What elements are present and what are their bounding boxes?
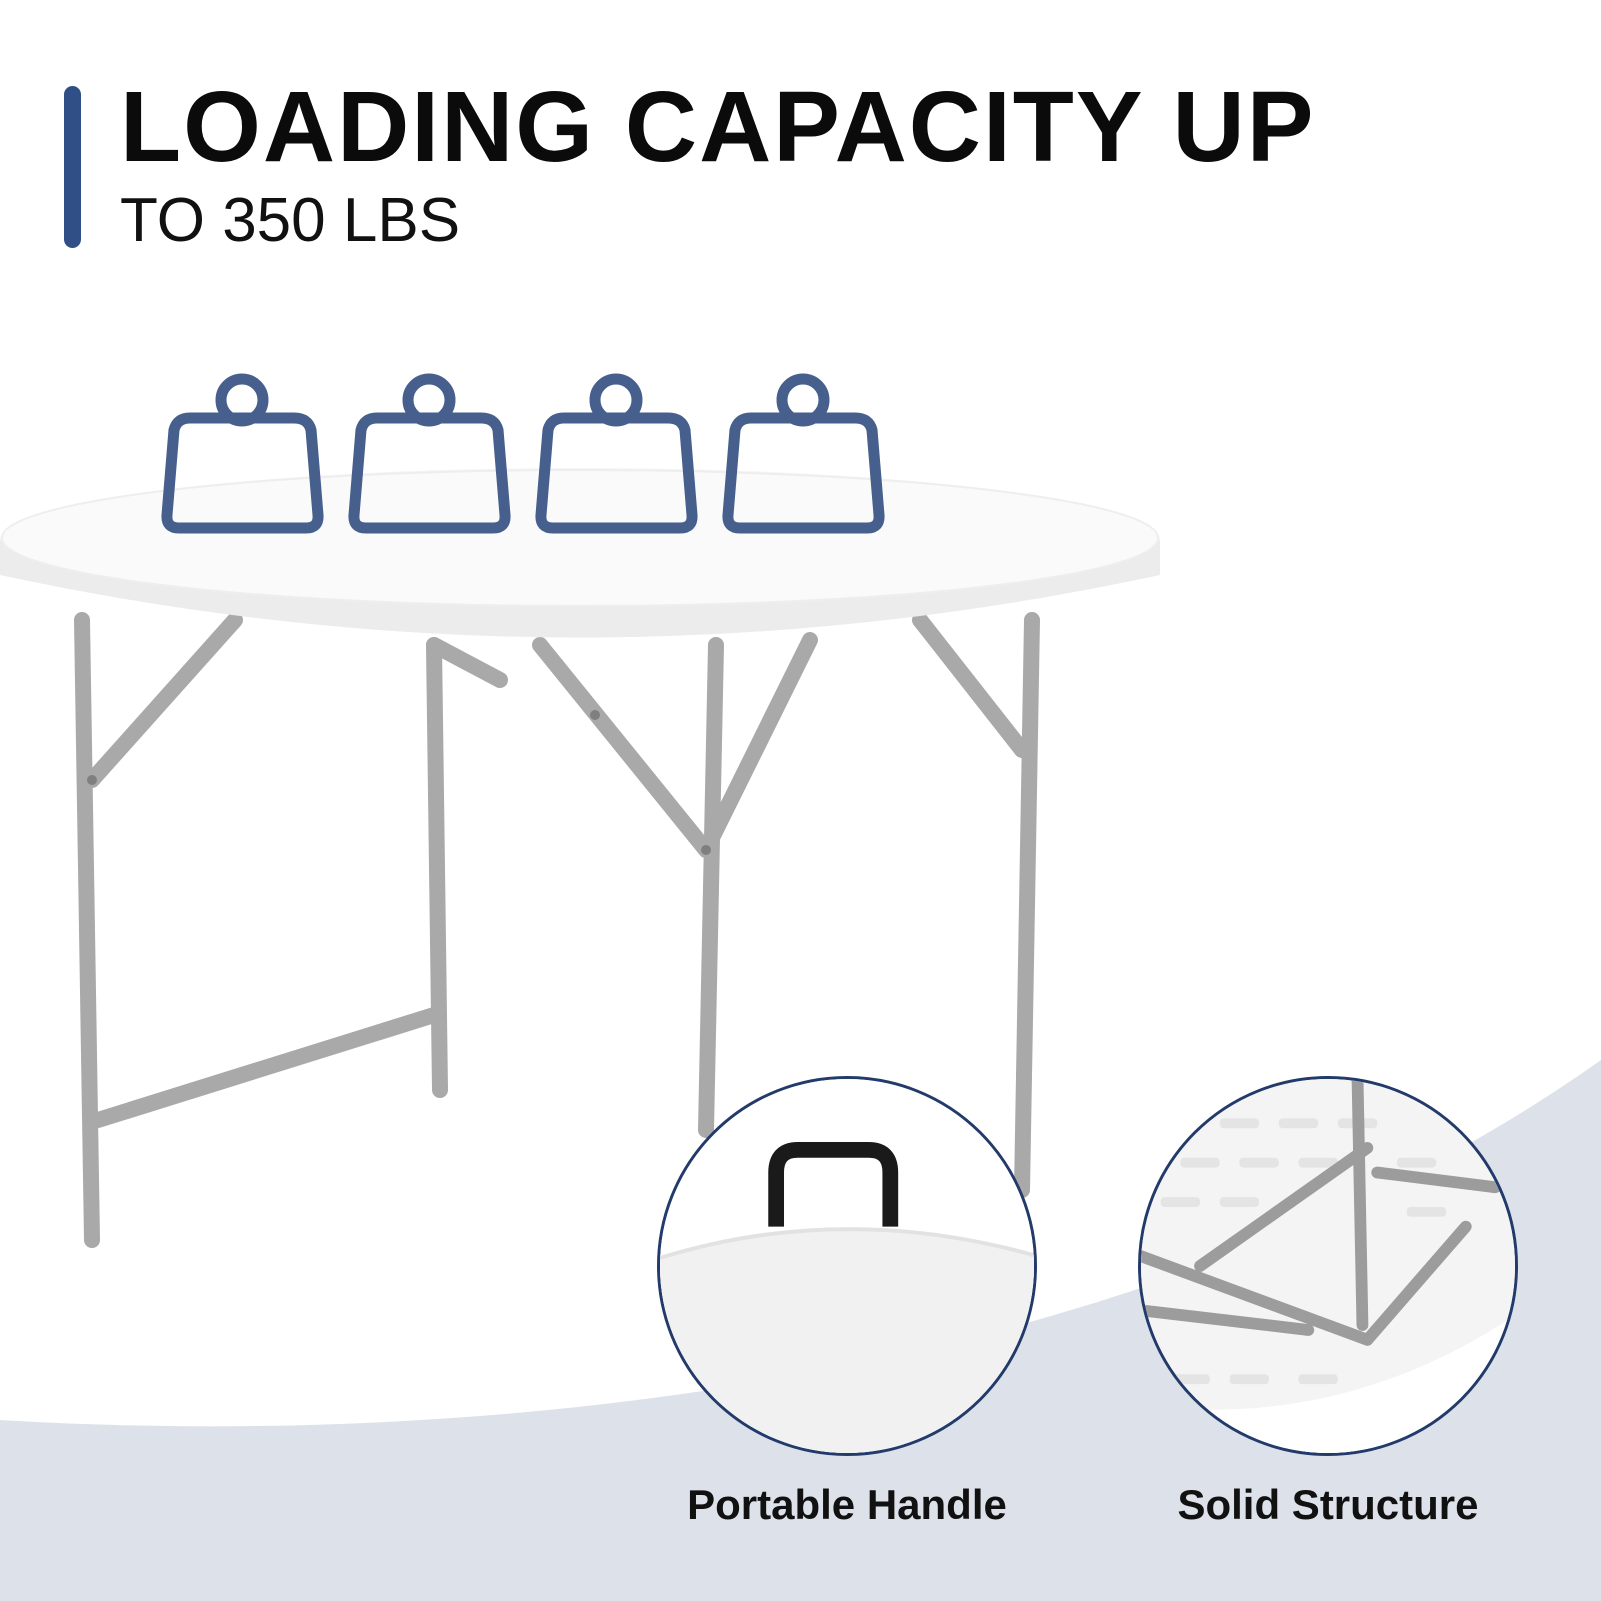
folding-table-image — [0, 468, 1160, 1248]
handle-closeup — [657, 1076, 1037, 1456]
page-subtitle: TO 350 LBS — [120, 186, 461, 255]
weight-icon — [348, 373, 511, 534]
title-accent-bar — [64, 86, 81, 248]
page-title: LOADING CAPACITY UP — [120, 71, 1316, 183]
structure-closeup — [1138, 1076, 1518, 1456]
weight-icon — [722, 373, 885, 534]
weight-icon — [161, 373, 324, 534]
weight-icons-row — [160, 370, 890, 545]
feature-label-portable-handle: Portable Handle — [687, 1481, 1007, 1528]
feature-label-solid-structure: Solid Structure — [1177, 1481, 1479, 1528]
handle-icon — [660, 1079, 1034, 1453]
structure-icon — [1141, 1079, 1515, 1453]
weight-icon — [535, 373, 698, 534]
